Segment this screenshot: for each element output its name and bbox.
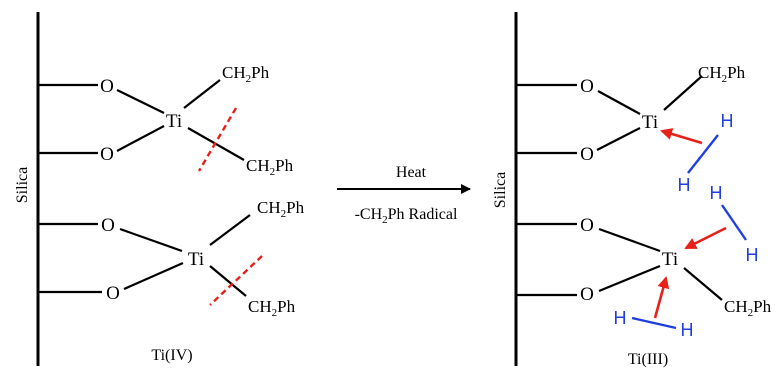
reaction-arrow-group: Heat -CH2Ph Radical [337,164,471,226]
right-lower-hydrogen-1: H [710,183,723,203]
right-upper-ti-unit: O O Ti CH2Ph H H [516,63,746,195]
right-upper-benzyl: CH2Ph [698,63,746,85]
right-upper-h2-bond [687,134,719,174]
right-lower-interaction-arrow-2 [653,276,670,319]
left-caption: Ti(IV) [151,347,192,364]
left-lower-cleavage-mark [209,255,263,306]
right-lower-h2-bond-1 [721,204,747,241]
right-caption: Ti(III) [628,351,668,368]
right-lower-hydrogen-3: H [614,308,627,328]
right-upper-oxygen-1: O [580,76,594,97]
left-upper-oxygen-1: O [100,76,114,97]
right-silica-label: Silica [492,172,509,208]
right-lower-hydrogen-4: H [681,320,694,340]
right-lower-hydrogen-2: H [746,245,759,265]
right-lower-ti-unit: O O Ti CH2Ph H H H H [516,183,772,340]
right-lower-h2-bond-2 [631,316,677,330]
left-upper-titanium: Ti [166,111,182,132]
right-upper-hydrogen-1: H [721,111,734,131]
left-lower-oxygen-1: O [101,215,115,236]
right-lower-oxygen-2: O [580,284,594,305]
left-lower-benzyl-2: CH2Ph [248,297,296,319]
left-lower-ti-unit: O O Ti CH2Ph CH2Ph [38,198,305,319]
left-silica-label: Silica [14,167,31,203]
left-lower-titanium: Ti [188,249,204,270]
right-upper-interaction-arrow [660,128,703,145]
right-upper-hydrogen-2: H [678,175,691,195]
right-lower-benzyl: CH2Ph [724,297,772,319]
left-structure: Silica O O Ti CH2Ph CH2Ph O O Ti CH [14,12,305,366]
left-upper-ti-unit: O O Ti CH2Ph CH2Ph [38,63,294,178]
left-upper-benzyl-2: CH2Ph [246,156,294,178]
left-lower-oxygen-2: O [106,283,120,304]
reaction-condition-radical: -CH2Ph Radical [355,206,458,226]
reaction-condition-heat: Heat [396,164,427,181]
left-upper-benzyl-1: CH2Ph [222,63,270,85]
right-lower-oxygen-1: O [580,215,594,236]
left-upper-oxygen-2: O [100,144,114,165]
right-lower-titanium: Ti [662,249,678,270]
right-upper-oxygen-2: O [580,144,594,165]
right-structure: Silica O O Ti CH2Ph H H O O Ti [492,12,772,368]
right-upper-titanium: Ti [642,112,658,133]
right-lower-interaction-arrow-1 [684,226,727,250]
left-lower-benzyl-1: CH2Ph [257,198,305,220]
left-upper-cleavage-mark [197,107,238,172]
